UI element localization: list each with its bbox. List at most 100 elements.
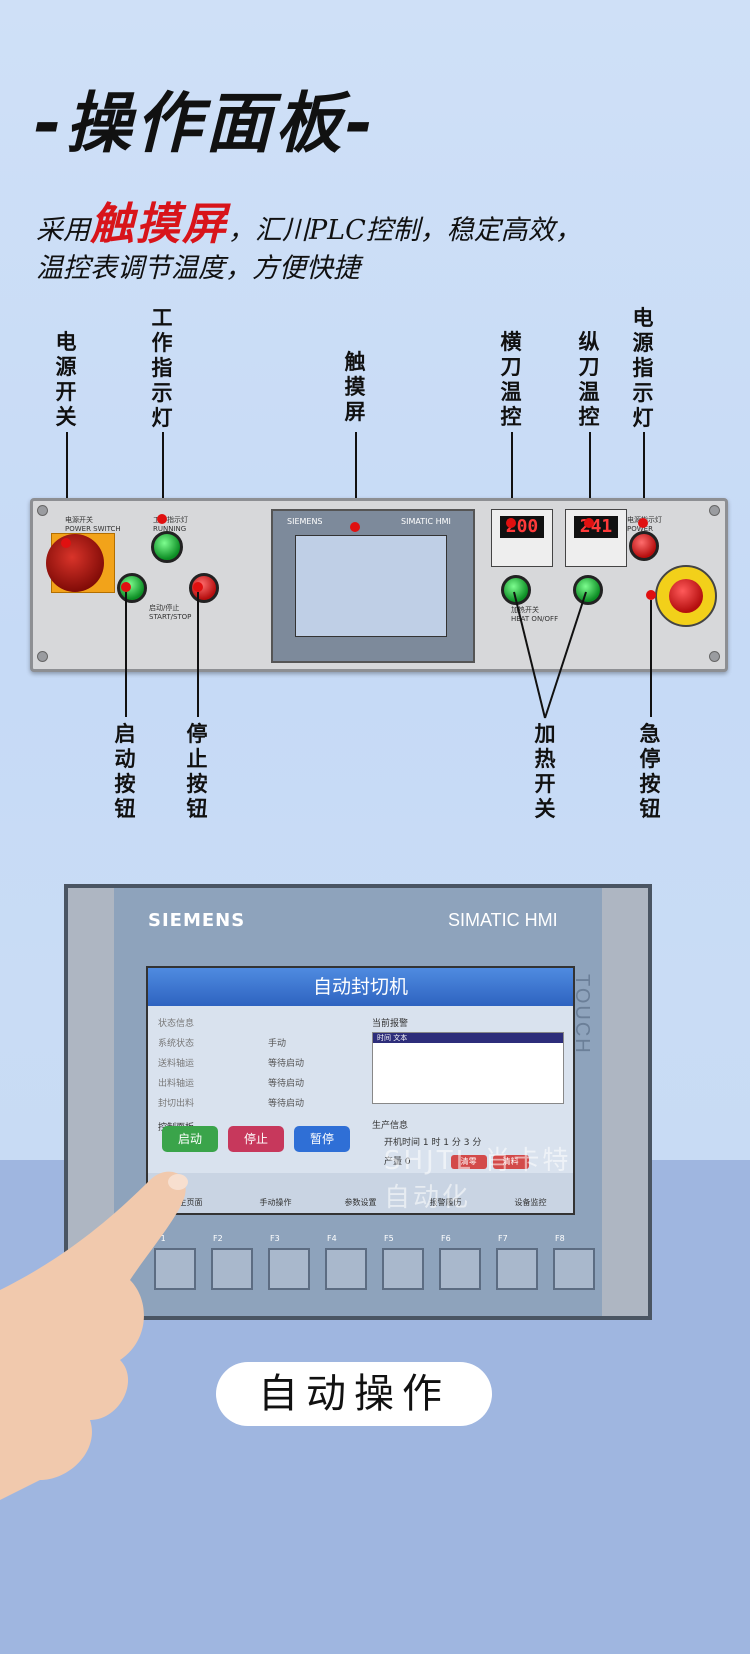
- label-power-switch: 电源开关: [55, 330, 77, 429]
- f3-label: F3: [270, 1234, 280, 1243]
- status-value: [268, 1016, 348, 1036]
- f1-key[interactable]: F1: [154, 1234, 196, 1290]
- f2-label: F2: [213, 1234, 223, 1243]
- intro-highlight: 触摸屏: [90, 199, 228, 250]
- leader-line: [650, 600, 652, 717]
- leader-line: [162, 432, 164, 514]
- pointing-hand-image: [0, 1171, 188, 1500]
- vert-temp-display: 241: [574, 516, 618, 538]
- status-row: 封切出料等待启动: [158, 1096, 348, 1116]
- small-hmi-model: SIMATIC HMI: [401, 517, 451, 526]
- label-work-light: 工作指示灯: [151, 306, 173, 430]
- start-stop-tag: 启动/停止 START/STOP: [149, 604, 192, 621]
- screen-start-button[interactable]: 启动: [162, 1126, 218, 1152]
- power-indicator-light: [629, 531, 659, 561]
- status-key: 出料轴运: [158, 1079, 195, 1089]
- f1-label: F1: [156, 1234, 166, 1243]
- nav-monitor[interactable]: 设备监控: [514, 1198, 547, 1207]
- run-time: 开机时间 1 时 1 分 3 分: [384, 1138, 482, 1148]
- watermark: SHJTL 肖卡特自动化: [384, 1146, 572, 1213]
- feed-button[interactable]: 清料: [492, 1155, 529, 1169]
- f7-label: F7: [498, 1234, 508, 1243]
- leader-line: [589, 432, 591, 520]
- f6-label: F6: [441, 1234, 451, 1243]
- prod-title: 生产信息: [372, 1121, 409, 1131]
- status-value: 等待启动: [268, 1059, 305, 1069]
- alarm-panel: 当前报警 时间 文本: [372, 1016, 564, 1106]
- marker-dot: [61, 538, 71, 548]
- label-horiz-temp: 横刀温控: [500, 330, 522, 429]
- label-stop-button: 停止按钮: [186, 722, 208, 821]
- screen-stop-button[interactable]: 停止: [228, 1126, 284, 1152]
- status-row: 送料轴运 等待启动: [158, 1056, 348, 1076]
- emergency-stop[interactable]: [655, 565, 717, 627]
- screw: [37, 505, 48, 516]
- nav-alarms[interactable]: 报警履历: [429, 1198, 462, 1207]
- screen-title: 自动封切机: [148, 968, 573, 1006]
- leader-line: [66, 432, 68, 532]
- status-value: 等待启动: [268, 1079, 305, 1089]
- clear-button[interactable]: 清零: [450, 1155, 487, 1169]
- status-key: 封切出料: [158, 1099, 195, 1109]
- power-switch-knob[interactable]: [46, 534, 104, 592]
- f5-key[interactable]: F5: [382, 1234, 424, 1290]
- f4-key[interactable]: F4: [325, 1234, 367, 1290]
- f7-key[interactable]: F7: [496, 1234, 538, 1290]
- heat-switch-right[interactable]: [573, 575, 603, 605]
- marker-dot: [638, 518, 648, 528]
- status-row: 出料轴运 等待启动: [158, 1076, 348, 1096]
- nav-manual[interactable]: 手动操作: [259, 1198, 292, 1207]
- marker-dot: [157, 514, 167, 524]
- switch-tag: 电源开关 POWER SWITCH: [65, 516, 121, 533]
- output-row: 产量 0 清零清料: [384, 1154, 572, 1169]
- status-row: 状态信息: [158, 1016, 348, 1036]
- label-start-button: 启动按钮: [114, 722, 136, 821]
- marker-dot: [646, 590, 656, 600]
- leader-line: [511, 432, 513, 520]
- screw: [709, 651, 720, 662]
- intro-pre: 采用: [36, 215, 90, 246]
- label-heat-switch: 加热开关: [534, 722, 556, 821]
- hmi-screen[interactable]: 自动封切机 状态信息 系统状态手动 送料轴运等待启动 出料轴运等待启动 封切出料…: [146, 966, 575, 1215]
- intro-post: ，汇川PLC控制，稳定高效，: [228, 215, 582, 246]
- small-hmi-brand: SIEMENS: [287, 517, 323, 526]
- hmi-touch-label: TOUCH: [571, 974, 593, 1055]
- horiz-temp-controller[interactable]: 200: [491, 509, 553, 567]
- marker-dot: [350, 522, 360, 532]
- leader-line: [643, 432, 645, 520]
- marker-dot: [506, 518, 516, 528]
- vert-temp-controller[interactable]: 241: [565, 509, 627, 567]
- f8-label: F8: [555, 1234, 565, 1243]
- label-touch-screen: 触摸屏: [344, 350, 366, 424]
- hmi-device: SIEMENS SIMATIC HMI TOUCH 自动封切机 状态信息 系统状…: [64, 884, 652, 1320]
- status-value: 手动: [268, 1039, 287, 1049]
- emergency-stop-cap[interactable]: [669, 579, 703, 613]
- status-key: 系统状态: [158, 1039, 195, 1049]
- output-label: 产量 0: [384, 1157, 411, 1167]
- function-keys: F1 F2 F3 F4 F5 F6 F7 F8: [154, 1234, 610, 1290]
- screen-pause-button[interactable]: 暂停: [294, 1126, 350, 1152]
- status-key: 送料轴运: [158, 1059, 195, 1069]
- label-power-light: 电源指示灯: [632, 306, 654, 430]
- production-info: 生产信息 开机时间 1 时 1 分 3 分 产量 0 清零清料: [372, 1118, 572, 1169]
- nav-home[interactable]: 主页面: [178, 1198, 203, 1207]
- screw: [37, 651, 48, 662]
- small-hmi: SIEMENS SIMATIC HMI: [271, 509, 475, 663]
- f6-key[interactable]: F6: [439, 1234, 481, 1290]
- nav-params[interactable]: 参数设置: [344, 1198, 377, 1207]
- alarm-title: 当前报警: [372, 1019, 409, 1029]
- leader-line: [125, 592, 127, 717]
- status-key: 状态信息: [158, 1019, 195, 1029]
- f3-key[interactable]: F3: [268, 1234, 310, 1290]
- caption-pill: 自动操作: [216, 1362, 492, 1426]
- screen-navbar: 主页面 手动操作 参数设置 报警履历 设备监控: [148, 1173, 573, 1213]
- alarm-header: 时间 文本: [373, 1033, 563, 1043]
- f2-key[interactable]: F2: [211, 1234, 253, 1290]
- f8-key[interactable]: F8: [553, 1234, 595, 1290]
- label-estop-button: 急停按钮: [639, 722, 661, 821]
- small-hmi-screen[interactable]: [295, 535, 447, 637]
- heat-leader-lines: [513, 591, 587, 719]
- marker-dot: [121, 582, 131, 592]
- alarm-list[interactable]: 时间 文本: [372, 1032, 564, 1104]
